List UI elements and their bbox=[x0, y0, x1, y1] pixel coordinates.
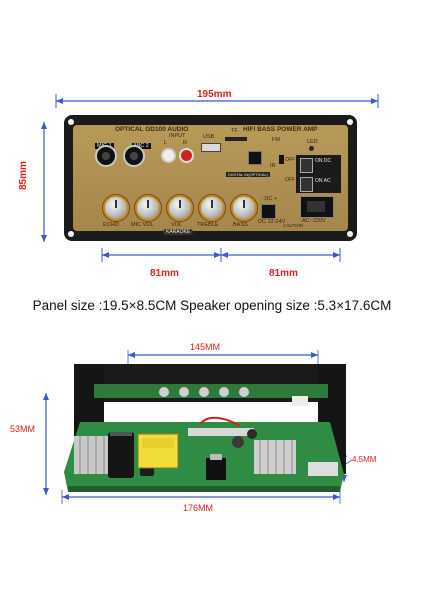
dc-range-label: DC 12-24V bbox=[258, 219, 286, 225]
top-dimension-line bbox=[41, 94, 379, 262]
tf-label: TF bbox=[231, 128, 238, 134]
ir-sensor bbox=[279, 155, 284, 164]
heat-sink bbox=[74, 436, 108, 474]
vol-knob[interactable] bbox=[167, 195, 193, 221]
knob-label-treble: TREBLE bbox=[197, 222, 219, 228]
board-dimension-lines bbox=[43, 350, 353, 504]
screw-hole bbox=[68, 119, 74, 125]
knob-label-bass: BASS bbox=[233, 222, 248, 228]
tf-slot[interactable] bbox=[225, 137, 247, 141]
input-label: INPUT bbox=[169, 133, 186, 139]
connector-right bbox=[308, 462, 338, 476]
karaoke-badge: KARAOKE bbox=[163, 229, 194, 235]
small-capacitor-a bbox=[232, 436, 244, 448]
large-capacitor bbox=[108, 432, 134, 478]
led-label: LED bbox=[307, 139, 318, 145]
regulator-chip bbox=[206, 458, 226, 480]
rca-left-jack[interactable] bbox=[161, 148, 176, 163]
input-l-label: L bbox=[164, 140, 168, 146]
off-label-2: OFF bbox=[285, 177, 295, 183]
ac-socket[interactable] bbox=[300, 196, 334, 218]
mic-vol-knob[interactable] bbox=[135, 195, 161, 221]
on-ac-label: ON AC bbox=[315, 178, 331, 184]
input-r-label: R bbox=[183, 140, 187, 146]
ir-label: IR bbox=[270, 163, 276, 169]
optical-port[interactable] bbox=[248, 151, 262, 165]
right-opening-label: 81mm bbox=[269, 268, 298, 279]
knob-top bbox=[239, 387, 249, 397]
side-height-label: 85mm bbox=[18, 161, 29, 190]
screw-hole bbox=[347, 231, 353, 237]
pcb-edge bbox=[68, 486, 340, 492]
fm-label: FM bbox=[272, 137, 280, 143]
board-depth-label: 4.5MM bbox=[352, 455, 377, 464]
dc-power-switch[interactable] bbox=[300, 158, 313, 173]
dc-socket[interactable] bbox=[261, 204, 276, 219]
top-width-label: 195mm bbox=[197, 89, 232, 100]
dc-label: - DC + bbox=[261, 196, 278, 202]
panel-header-right: HIFI BASS POWER AMP bbox=[243, 126, 318, 133]
rca-right-jack[interactable] bbox=[179, 148, 194, 163]
pcb-top bbox=[94, 384, 328, 398]
treble-knob[interactable] bbox=[199, 195, 225, 221]
mic1-jack[interactable] bbox=[95, 145, 117, 167]
knob-top bbox=[179, 387, 189, 397]
mic2-label: MIC 2 bbox=[132, 143, 151, 149]
board-height-label: 53MM bbox=[10, 424, 36, 434]
echo-knob[interactable] bbox=[103, 195, 129, 221]
left-opening-label: 81mm bbox=[150, 268, 179, 279]
board-top-label: 145MM bbox=[190, 342, 221, 352]
heat-sink-right bbox=[254, 440, 296, 474]
amplifier-board-image bbox=[64, 364, 346, 492]
ac-power-switch[interactable] bbox=[300, 177, 313, 192]
off-label: OFF bbox=[285, 157, 295, 163]
usb-label: USB bbox=[203, 134, 215, 140]
mic2-jack[interactable] bbox=[123, 145, 145, 167]
knob-top bbox=[199, 387, 209, 397]
ribbon-cable bbox=[188, 428, 254, 436]
knob-top bbox=[159, 387, 169, 397]
caution-label: CAUTION bbox=[283, 223, 304, 228]
ac-socket-inner bbox=[307, 201, 325, 212]
knob-label-mic-vol: MIC VOL bbox=[131, 222, 154, 228]
led-indicator bbox=[309, 146, 314, 151]
red-wire bbox=[199, 416, 241, 427]
knob-top bbox=[219, 387, 229, 397]
knob-label-vol: VOL bbox=[171, 222, 183, 228]
amplifier-panel: OPTICAL GD100 AUDIO HIFI BASS POWER AMP … bbox=[64, 115, 357, 241]
screw-hole bbox=[68, 231, 74, 237]
size-caption: Panel size :19.5×8.5CM Speaker opening s… bbox=[32, 298, 392, 313]
panel-header-left: OPTICAL GD100 AUDIO bbox=[115, 126, 189, 133]
on-dc-label: ON DC bbox=[315, 158, 332, 164]
small-capacitor-b bbox=[247, 429, 257, 439]
knob-label-echo: ECHO bbox=[103, 222, 119, 228]
white-connector bbox=[292, 396, 308, 406]
digital-input-label: DIGITAL IN(OPTICAL) bbox=[226, 172, 271, 177]
usb-port[interactable] bbox=[201, 143, 221, 152]
panel-face: OPTICAL GD100 AUDIO HIFI BASS POWER AMP … bbox=[73, 125, 348, 235]
ac-label: AC~220V bbox=[302, 218, 326, 224]
bass-knob[interactable] bbox=[231, 195, 257, 221]
screw-hole bbox=[347, 119, 353, 125]
board-width-label: 176MM bbox=[183, 503, 214, 513]
